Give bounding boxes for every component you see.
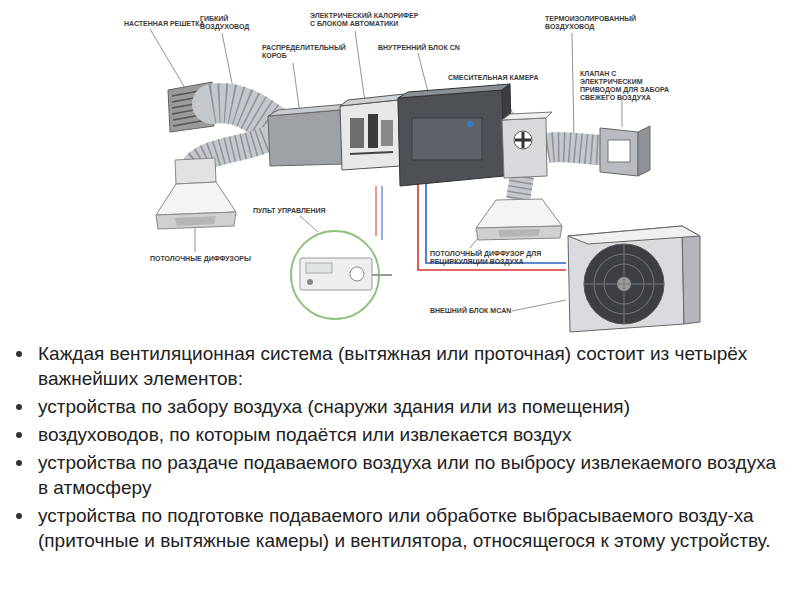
mixing-chamber — [502, 112, 552, 178]
callout-label: СМЕСИТЕЛЬНАЯ КАМЕРА — [448, 74, 558, 82]
callout-label: КЛАПАН С ЭЛЕКТРИЧЕСКИМ ПРИВОДОМ ДЛЯ ЗАБО… — [580, 70, 680, 102]
bullet-dot — [16, 351, 22, 357]
callout-label: ГИБКИЙ ВОЗДУХОВОД — [200, 15, 252, 31]
control-panel — [291, 231, 392, 319]
electric-heater — [340, 94, 404, 170]
bullet-dot — [16, 460, 22, 466]
callout-label: ВНУТРЕННИЙ БЛОК CN — [378, 44, 473, 52]
damper-valve — [600, 126, 650, 176]
recirculation-diffuser — [476, 199, 562, 240]
bullet-text: воздуховодов, по которым подаётся или из… — [38, 424, 572, 445]
bullet-dot — [16, 404, 22, 410]
bullet-list: Каждая вентиляционная система (вытяжная … — [0, 341, 800, 556]
leader-lines — [150, 29, 622, 311]
callout-label: ПОТОЛОЧНЫЕ ДИФФУЗОРЫ — [150, 255, 270, 263]
callout-label: РАСПРЕДЕЛИТЕЛЬНЫЙ КОРОБ — [262, 44, 334, 60]
bullet-item: Каждая вентиляционная система (вытяжная … — [0, 341, 800, 391]
distribution-box — [268, 104, 348, 166]
bullet-item: воздуховодов, по которым подаётся или из… — [0, 422, 800, 447]
bullet-item: устройства по раздаче подаваемого воздух… — [0, 450, 800, 500]
bullet-item: устройства по забору воздуха (снаружи зд… — [0, 394, 800, 419]
bullet-text: устройства по подготовке подаваемого или… — [38, 505, 771, 551]
callout-label: ПОТОЛОЧНЫЙ ДИФФУЗОР ДЛЯ РЕЦИРКУЛЯЦИИ ВОЗ… — [430, 250, 550, 266]
pipes — [376, 184, 566, 270]
callout-label: ВНЕШНИЙ БЛОК MCAN — [430, 307, 540, 315]
indoor-unit — [398, 84, 512, 186]
bullet-text: устройства по забору воздуха (снаружи зд… — [38, 396, 630, 417]
bullet-dot — [16, 432, 22, 438]
outdoor-unit — [568, 226, 700, 332]
bullet-text: устройства по раздаче подаваемого воздух… — [38, 452, 776, 498]
callout-label: ПУЛЬТ УПРАВЛЕНИЯ — [253, 207, 353, 215]
callout-label: ЭЛЕКТРИЧЕСКИЙ КАЛОРИФЕР С БЛОКОМ АВТОМАТ… — [310, 12, 422, 28]
callout-label: ТЕРМОИЗОЛИРОВАННЫЙ ВОЗДУХОВОД — [545, 15, 645, 31]
ceiling-diffuser — [156, 158, 236, 229]
bullet-dot — [16, 513, 22, 519]
bullet-item: устройства по подготовке подаваемого или… — [0, 503, 800, 553]
bullet-text: Каждая вентиляционная система (вытяжная … — [38, 343, 747, 389]
